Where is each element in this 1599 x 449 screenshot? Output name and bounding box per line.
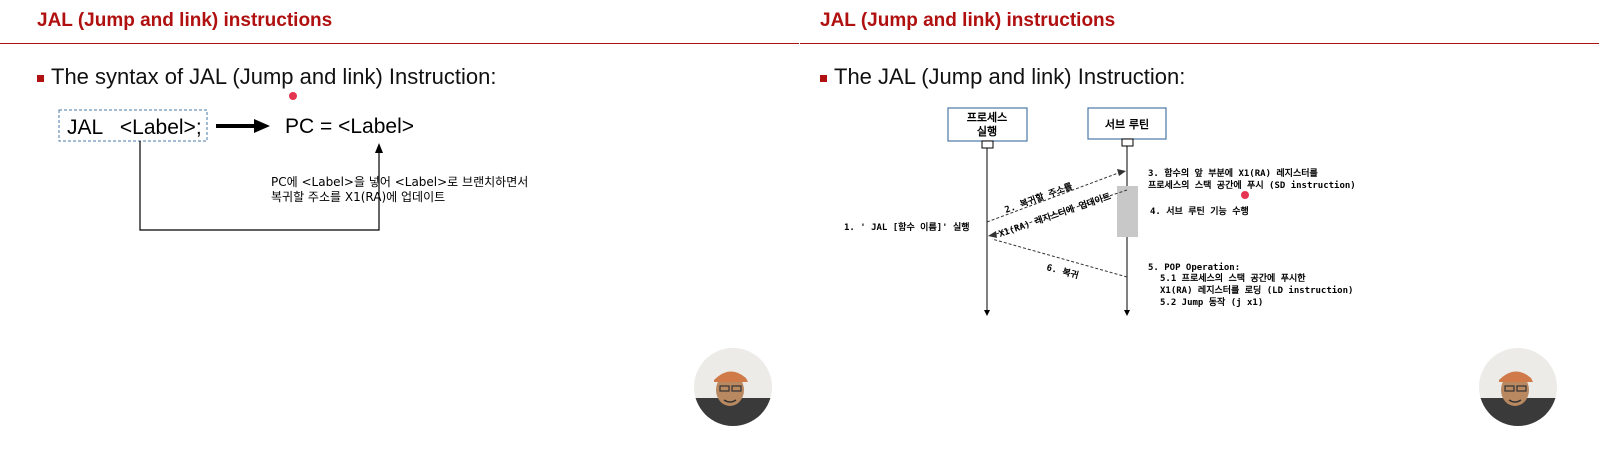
bullet-square-icon — [37, 74, 44, 82]
presenter-webcam — [694, 348, 772, 426]
bullet-item: The JAL (Jump and link) Instruction: — [820, 64, 1185, 90]
step-1-label: 1. ' JAL [함수 이름]' 실행 — [844, 221, 970, 233]
slide-right: JAL (Jump and link) instructions The JAL… — [800, 0, 1599, 449]
update-arrowhead-icon — [988, 231, 997, 238]
note-line-2: 복귀할 주소를 X1(RA)에 업데이트 — [271, 190, 445, 204]
presenter-avatar-icon — [1479, 348, 1557, 426]
process-box-label-2: 실행 — [977, 124, 997, 138]
bullet-item: The syntax of JAL (Jump and link) Instru… — [37, 64, 497, 90]
step-3-line-2: 프로세스의 스택 공간에 푸시 (SD instruction) — [1148, 179, 1356, 191]
process-box-label-1: 프로세스 — [967, 110, 1007, 124]
step-6-label: 6. 복귀 — [1045, 261, 1080, 281]
slide-title: JAL (Jump and link) instructions — [37, 10, 333, 31]
title-divider — [0, 43, 799, 44]
subroutine-box-label: 서브 루틴 — [1105, 117, 1149, 131]
return-message-line — [991, 238, 1128, 278]
subroutine-lifeline-end-icon — [1124, 310, 1130, 316]
link-path — [139, 141, 380, 231]
subroutine-lifeline-head — [1121, 138, 1134, 147]
process-lifeline-head — [981, 140, 994, 149]
jal-syntax-diagram: JAL <Label>; PC = <Label> PC에 <Label>을 넣… — [58, 92, 528, 231]
activation-bar — [1117, 186, 1138, 237]
syntax-box — [58, 109, 208, 142]
bullet-text: The JAL (Jump and link) Instruction: — [834, 64, 1186, 89]
process-lifeline-end-icon — [984, 310, 990, 316]
slide-left: JAL (Jump and link) instructions The syn… — [0, 0, 799, 449]
title-divider — [800, 43, 1599, 44]
syntax-text: JAL <Label>; — [67, 116, 202, 139]
step-5-line-3: X1(RA) 레지스터를 로딩 (LD instruction) — [1160, 284, 1353, 296]
subroutine-box — [1087, 107, 1167, 140]
step-5-line-4: 5.2 Jump 동작 (j x1) — [1160, 297, 1263, 308]
bullet-square-icon — [820, 74, 827, 82]
laser-pointer-icon — [1241, 191, 1249, 199]
bullet-text: The syntax of JAL (Jump and link) Instru… — [51, 64, 497, 89]
update-message-line — [992, 189, 1128, 236]
step-4-label: 4. 서브 루틴 기능 수행 — [1150, 205, 1249, 217]
process-box — [947, 107, 1028, 142]
laser-pointer-icon — [289, 92, 297, 100]
note-line-1: PC에 <Label>을 넣어 <Label>로 브랜치하면서 — [271, 175, 528, 189]
step-3-line-1: 3. 함수의 앞 부분에 X1(RA) 레지스터를 — [1148, 167, 1318, 179]
result-text: PC = <Label> — [285, 115, 414, 138]
jal-sequence-diagram: 프로세스 실행 서브 루틴 1. ' JAL [함수 이름]' 실행 2. 복귀… — [844, 107, 1356, 316]
presenter-avatar-icon — [694, 348, 772, 426]
step-5-line-1: 5. POP Operation: — [1148, 262, 1240, 273]
presenter-webcam — [1479, 348, 1557, 426]
slide-title: JAL (Jump and link) instructions — [820, 10, 1116, 31]
call-arrowhead-icon — [1117, 169, 1126, 176]
call-message-line — [986, 171, 1122, 223]
up-arrow-icon — [375, 143, 383, 153]
step-5-line-2: 5.1 프로세스의 스택 공간에 푸시한 — [1160, 272, 1306, 284]
right-arrow-icon — [254, 119, 270, 133]
